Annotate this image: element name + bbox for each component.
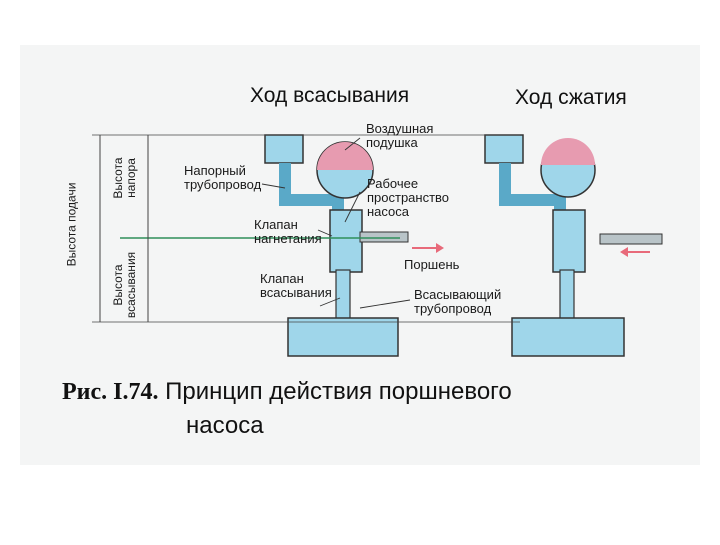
right-pressure-pipe <box>499 163 566 215</box>
label-piston: Поршень <box>404 257 460 272</box>
left-pump <box>264 134 444 357</box>
label-pressure-pipeline: Напорный трубопровод <box>184 163 262 192</box>
figure-caption-line1: Рис. I.74. Принцип действия поршневого <box>62 378 512 406</box>
left-pressure-pipe <box>279 163 344 215</box>
label-head-height: Высота напора <box>111 157 138 199</box>
left-upper-reservoir <box>264 134 304 164</box>
left-piston-rod <box>359 231 409 243</box>
label-suction-height: Высота всасывания <box>111 251 138 319</box>
right-lower-reservoir <box>511 317 625 357</box>
label-suction-valve: Клапан всасывания <box>260 271 332 300</box>
right-upper-reservoir <box>484 134 524 164</box>
heading-compression-stroke: Ход сжатия <box>515 86 627 109</box>
label-suction-pipeline: Всасывающий трубопровод <box>414 287 502 316</box>
label-air-cushion: Воздушная подушка <box>366 121 434 150</box>
label-working-space: Рабочее пространство насоса <box>367 176 450 219</box>
right-pump-body <box>552 209 586 273</box>
right-piston-rod <box>599 233 663 245</box>
figure-number: Рис. I.74. <box>62 379 159 405</box>
figure-caption-text: Принцип действия поршневого <box>165 378 512 405</box>
left-lower-reservoir <box>287 317 399 357</box>
label-delivery-height: Высота подачи <box>64 182 79 267</box>
left-air-cushion <box>317 142 373 170</box>
label-discharge-valve: Клапан нагнетания <box>254 217 322 246</box>
level-lines <box>92 134 520 323</box>
right-air-cushion <box>541 138 595 165</box>
figure-caption-line2: насоса <box>186 412 264 439</box>
leader-lines <box>261 137 411 309</box>
right-pump <box>484 134 663 357</box>
heading-suction-stroke: Ход всасывания <box>250 84 410 107</box>
